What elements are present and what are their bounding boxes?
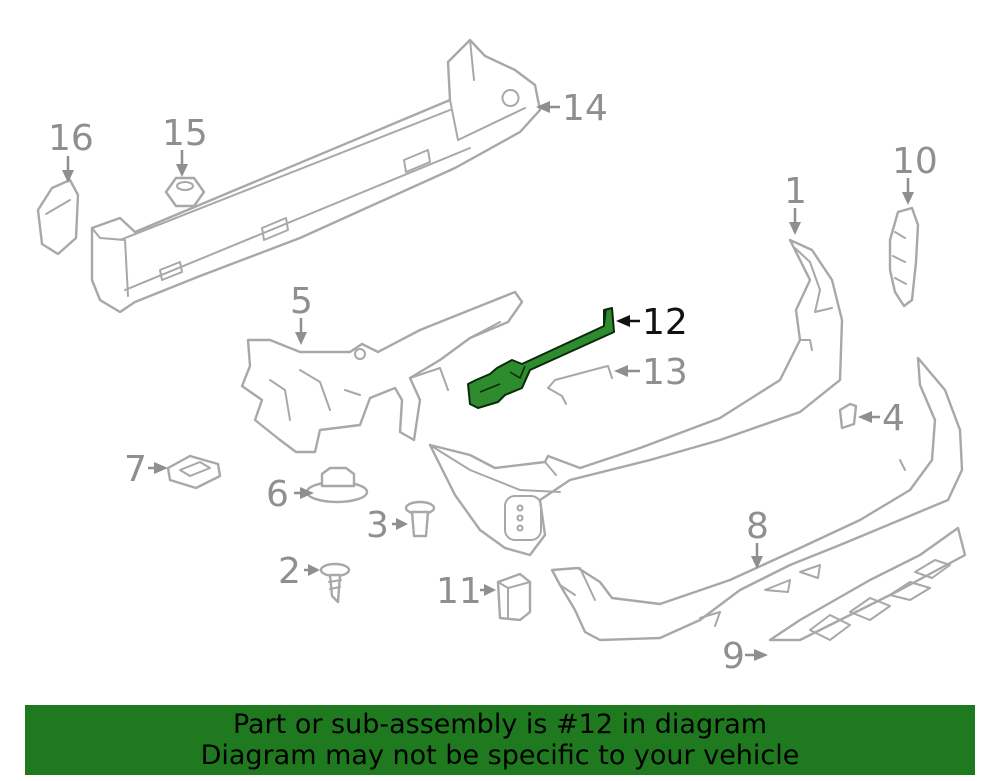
callout-1: 1	[784, 171, 807, 235]
callout-5: 5	[290, 281, 313, 345]
part-9-grille-insert[interactable]	[768, 526, 967, 642]
callout-3: 3	[366, 505, 408, 546]
callout-16-label: 16	[48, 118, 94, 159]
callout-8: 8	[746, 506, 769, 569]
callout-7: 7	[124, 449, 168, 490]
banner-line-1: Part or sub-assembly is #12 in diagram	[232, 709, 768, 740]
part-10-reflector[interactable]	[888, 206, 920, 308]
part-3-push-pin[interactable]	[404, 500, 436, 538]
part-11-sensor-holder[interactable]	[496, 572, 532, 622]
banner-line-2: Diagram may not be specific to your vehi…	[200, 740, 800, 771]
callout-6-label: 6	[266, 474, 289, 515]
part-14-reinforcement-beam[interactable]	[90, 38, 542, 314]
callout-11: 11	[436, 571, 496, 612]
callout-2: 2	[278, 551, 320, 592]
callout-13-label: 13	[642, 352, 688, 393]
callout-14: 14	[536, 88, 608, 129]
callout-10-label: 10	[892, 141, 938, 182]
part-15-nut[interactable]	[164, 176, 206, 208]
part-5-bracket[interactable]	[240, 290, 524, 454]
callout-15-label: 15	[162, 113, 208, 154]
callout-6: 6	[266, 474, 314, 515]
callout-12: 12	[616, 302, 688, 343]
part-6-flange-nut[interactable]	[305, 466, 369, 504]
callout-9-label: 9	[722, 636, 745, 677]
parts-diagram: 14 16 15 5 12	[36, 38, 967, 677]
callout-9: 9	[722, 636, 768, 677]
part-7-clip-nut[interactable]	[166, 454, 222, 490]
part-13-wire-bracket[interactable]	[547, 365, 613, 405]
callout-14-label: 14	[562, 88, 608, 129]
part-8-lower-valance[interactable]	[550, 356, 964, 642]
callout-10: 10	[892, 141, 938, 205]
callout-4-label: 4	[882, 398, 905, 439]
callout-1-label: 1	[784, 171, 807, 212]
callout-11-label: 11	[436, 571, 482, 612]
callout-3-label: 3	[366, 505, 389, 546]
callout-16: 16	[48, 118, 94, 183]
part-1-bumper-cover[interactable]	[428, 238, 844, 557]
part-12-bracket-highlighted[interactable]	[467, 307, 615, 409]
callout-4: 4	[858, 398, 905, 439]
part-4-clip[interactable]	[838, 402, 858, 430]
callout-2-label: 2	[278, 551, 301, 592]
callout-8-label: 8	[746, 506, 769, 547]
part-16-plug[interactable]	[36, 178, 80, 256]
part-2-screw[interactable]	[319, 562, 351, 604]
callout-13: 13	[614, 352, 688, 393]
callout-12-label: 12	[642, 302, 688, 343]
callout-7-label: 7	[124, 449, 147, 490]
callout-5-label: 5	[290, 281, 313, 322]
callout-15: 15	[162, 113, 208, 177]
info-banner: Part or sub-assembly is #12 in diagram D…	[25, 705, 975, 775]
